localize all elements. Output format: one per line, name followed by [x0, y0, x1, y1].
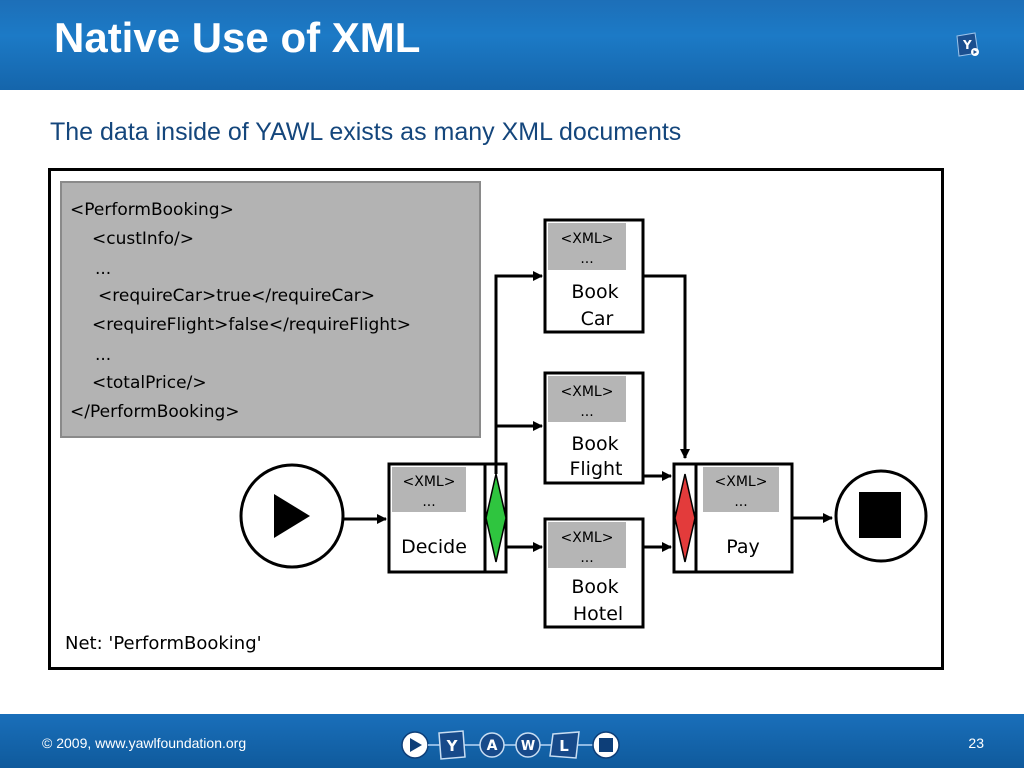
task-book-flight: <XML> ... Book Flight: [543, 371, 645, 485]
task-decide-label: Decide: [401, 536, 467, 558]
slide-header: Native Use of XML Y: [0, 0, 1024, 90]
task-pay: <XML> ... Pay: [672, 462, 794, 574]
xml-line-1: <PerformBooking>: [70, 200, 234, 220]
task-book-car-xml: <XML>: [561, 231, 614, 247]
task-book-flight-dots: ...: [580, 404, 593, 420]
footer-letter-w: W: [515, 732, 541, 758]
xml-line-5: <requireFlight>false</requireFlight>: [92, 315, 411, 335]
start-condition: [239, 463, 345, 569]
task-book-flight-label-1: Book: [571, 433, 618, 455]
stop-icon: [859, 492, 901, 538]
task-pay-xml: <XML>: [715, 474, 768, 490]
task-book-hotel-xml: <XML>: [561, 530, 614, 546]
copyright-text: © 2009, www.yawlfoundation.org: [42, 735, 247, 751]
task-pay-label: Pay: [726, 536, 760, 558]
and-join-red: [674, 473, 696, 563]
task-book-car-label-1: Book: [571, 281, 618, 303]
xor-split-green: [485, 473, 507, 563]
footer-letter-y: Y: [438, 730, 466, 760]
task-decide-xml: <XML>: [403, 474, 456, 490]
footer-letter-l: L: [549, 731, 580, 759]
svg-text:Y: Y: [962, 38, 972, 52]
slide-subtitle: The data inside of YAWL exists as many X…: [50, 118, 682, 146]
xml-line-6: ...: [95, 345, 111, 365]
task-book-car-dots: ...: [580, 251, 593, 267]
slide-title: Native Use of XML: [54, 14, 421, 61]
xml-line-3: ...: [95, 259, 111, 279]
xml-line-7: <totalPrice/>: [92, 373, 207, 393]
xml-line-4: <requireCar>true</requireCar>: [98, 286, 375, 306]
xml-listing-panel: <PerformBooking> <custInfo/> ... <requir…: [60, 181, 481, 438]
task-book-car-label-2: Car: [581, 308, 614, 330]
svg-text:A: A: [487, 738, 498, 754]
footer-letter-a: A: [479, 732, 505, 758]
yawl-corner-logo-icon: Y: [956, 32, 979, 57]
task-decide-dots: ...: [422, 494, 435, 510]
task-book-hotel-dots: ...: [580, 550, 593, 566]
task-book-hotel-label-1: Book: [571, 576, 618, 598]
task-book-car: <XML> ... Book Car: [543, 218, 645, 334]
xml-line-2: <custInfo/>: [92, 229, 194, 249]
page-number: 23: [968, 735, 984, 751]
yawl-net-diagram: <PerformBooking> <custInfo/> ... <requir…: [48, 168, 944, 670]
task-book-flight-label-2: Flight: [569, 458, 622, 480]
task-book-hotel-label-2: Hotel: [573, 603, 623, 625]
xml-line-8: </PerformBooking>: [70, 402, 240, 422]
footer-stop-icon: [592, 731, 620, 759]
slide-footer: © 2009, www.yawlfoundation.org Y A W L 2…: [0, 714, 1024, 768]
yawl-footer-logo: Y A W L: [401, 730, 620, 760]
task-pay-dots: ...: [734, 494, 747, 510]
play-icon: [274, 494, 310, 538]
task-book-flight-xml: <XML>: [561, 384, 614, 400]
net-label: Net: 'PerformBooking': [65, 633, 262, 654]
svg-text:Y: Y: [446, 737, 459, 755]
flow-arrows: [343, 271, 833, 552]
end-condition: [834, 469, 928, 563]
svg-text:W: W: [521, 739, 535, 754]
task-decide: <XML> ... Decide: [387, 462, 508, 574]
footer-play-icon: [401, 731, 429, 759]
svg-text:L: L: [559, 737, 569, 755]
task-book-hotel: <XML> ... Book Hotel: [543, 517, 645, 629]
